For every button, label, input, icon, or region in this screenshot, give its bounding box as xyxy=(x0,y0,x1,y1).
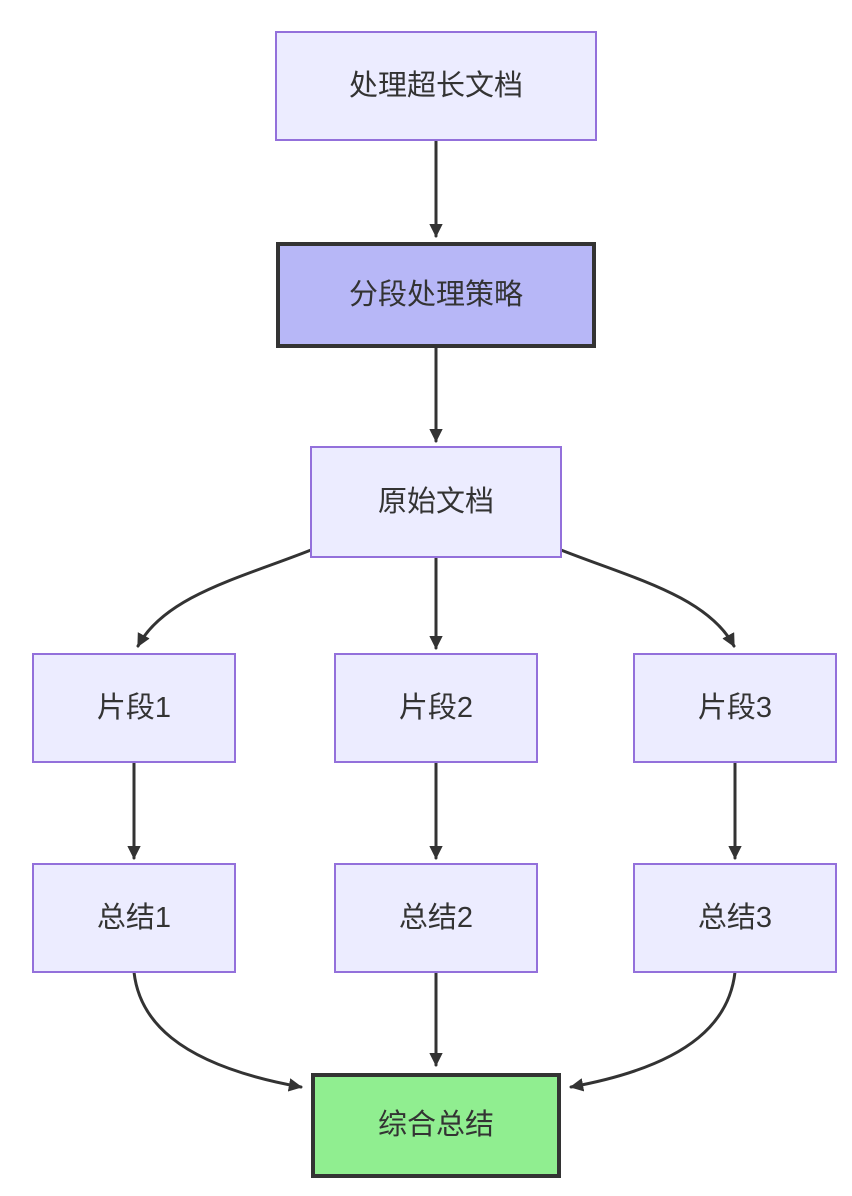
node-fragment-1-box xyxy=(32,653,236,763)
node-fragment-3-label: 片段3 xyxy=(698,691,772,724)
node-process-long-doc-label: 处理超长文档 xyxy=(349,69,523,102)
node-fragment-1: 片段1 xyxy=(32,653,236,763)
node-source-doc-label: 原始文档 xyxy=(378,485,494,518)
node-segment-strategy-label: 分段处理策略 xyxy=(349,278,523,311)
node-summary-1-label: 总结1 xyxy=(97,901,171,934)
node-final-summary-label: 综合总结 xyxy=(378,1108,494,1141)
node-summary-3-box xyxy=(633,863,837,973)
node-fragment-2: 片段2 xyxy=(334,653,538,763)
node-fragment-3: 片段3 xyxy=(633,653,837,763)
node-summary-3: 总结3 xyxy=(633,863,837,973)
node-fragment-3-box xyxy=(633,653,837,763)
node-summary-3-label: 总结3 xyxy=(698,901,772,934)
node-segment-strategy-box xyxy=(276,242,596,348)
node-fragment-2-label: 片段2 xyxy=(399,691,473,724)
node-fragment-1-label: 片段1 xyxy=(97,691,171,724)
node-summary-2: 总结2 xyxy=(334,863,538,973)
node-fragment-2-box xyxy=(334,653,538,763)
edge-source-fragment3 xyxy=(559,548,736,648)
node-final-summary-box xyxy=(311,1073,561,1178)
edge-source-fragment1 xyxy=(136,548,313,648)
node-process-long-doc: 处理超长文档 xyxy=(275,31,597,141)
node-summary-2-label: 总结2 xyxy=(399,901,473,934)
node-layer: 处理超长文档 分段处理策略 原始文档 片段1 片段2 片段3 总结1 xyxy=(32,31,837,1178)
node-summary-1-box xyxy=(32,863,236,973)
edge-summary3-final xyxy=(569,970,737,1092)
node-segment-strategy: 分段处理策略 xyxy=(276,242,596,348)
node-summary-2-box xyxy=(334,863,538,973)
edge-summary1-final xyxy=(132,970,303,1092)
node-final-summary: 综合总结 xyxy=(311,1073,561,1178)
edge-layer xyxy=(127,138,742,1092)
node-process-long-doc-box xyxy=(275,31,597,141)
node-source-doc: 原始文档 xyxy=(310,446,562,558)
node-summary-1: 总结1 xyxy=(32,863,236,973)
node-source-doc-box xyxy=(310,446,562,558)
